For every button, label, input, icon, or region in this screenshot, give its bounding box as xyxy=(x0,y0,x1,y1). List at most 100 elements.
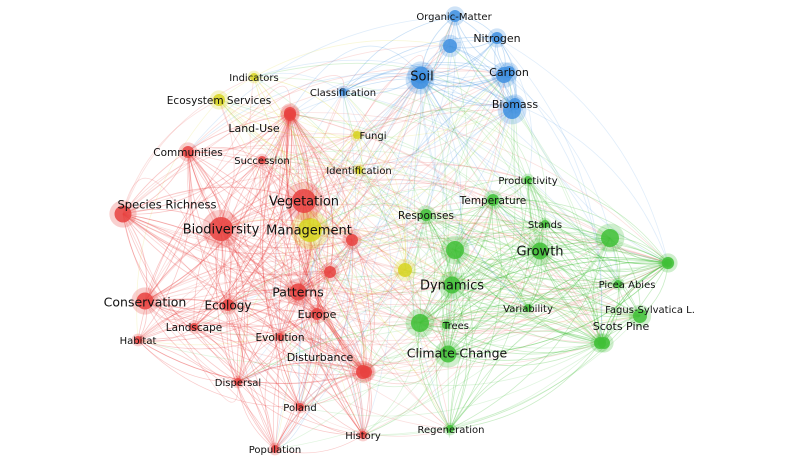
node-disturbance[interactable] xyxy=(360,366,372,378)
node-patterns[interactable] xyxy=(289,283,307,301)
node-management[interactable] xyxy=(298,218,322,242)
unlabeled-node[interactable] xyxy=(398,263,412,277)
node-label-conservation[interactable]: Conservation xyxy=(104,295,187,310)
node-productivity[interactable] xyxy=(524,176,532,184)
node-temperature[interactable] xyxy=(487,194,499,206)
node-land-use[interactable] xyxy=(284,107,296,119)
network-edge xyxy=(237,112,300,383)
node-label-biodiversity[interactable]: Biodiversity xyxy=(183,223,260,238)
node-label-poland[interactable]: Poland xyxy=(283,403,316,414)
node-population[interactable] xyxy=(271,445,279,453)
node-label-europe[interactable]: Europe xyxy=(298,308,337,321)
node-label-carbon[interactable]: Carbon xyxy=(489,66,529,79)
network-edge xyxy=(122,112,291,215)
node-label-productivity[interactable]: Productivity xyxy=(498,176,557,187)
node-label-species-richness[interactable]: Species Richness xyxy=(117,198,216,212)
node-label-indicators[interactable]: Indicators xyxy=(229,73,278,84)
node-organic-matter[interactable] xyxy=(449,10,461,22)
unlabeled-node[interactable] xyxy=(601,229,619,247)
node-label-regeneration[interactable]: Regeneration xyxy=(417,425,484,436)
node-species-richness[interactable] xyxy=(114,205,132,223)
node-identification[interactable] xyxy=(355,166,363,174)
node-label-communities[interactable]: Communities xyxy=(153,147,222,159)
node-label-responses[interactable]: Responses xyxy=(398,210,454,222)
node-label-dynamics[interactable]: Dynamics xyxy=(420,279,484,294)
node-label-vegetation[interactable]: Vegetation xyxy=(269,195,339,210)
node-label-biomass[interactable]: Biomass xyxy=(492,98,539,111)
node-label-organic-matter[interactable]: Organic-Matter xyxy=(416,12,492,23)
unlabeled-node[interactable] xyxy=(346,234,358,246)
unlabeled-node[interactable] xyxy=(411,314,429,332)
node-communities[interactable] xyxy=(182,146,194,158)
node-label-population[interactable]: Population xyxy=(249,445,302,456)
node-label-dispersal[interactable]: Dispersal xyxy=(215,378,261,389)
node-label-ecology[interactable]: Ecology xyxy=(205,299,252,313)
node-europe[interactable] xyxy=(311,308,323,320)
node-ecology[interactable] xyxy=(222,299,234,311)
node-poland[interactable] xyxy=(296,403,304,411)
node-label-land-use[interactable]: Land-Use xyxy=(228,122,280,135)
node-label-classification[interactable]: Classification xyxy=(310,88,376,99)
node-label-management[interactable]: Management xyxy=(266,224,352,239)
node-label-variability[interactable]: Variability xyxy=(503,304,553,315)
node-conservation[interactable] xyxy=(136,292,154,310)
node-picea-abies[interactable] xyxy=(614,280,622,288)
node-habitat[interactable] xyxy=(134,336,142,344)
node-classification[interactable] xyxy=(339,88,347,96)
node-label-history[interactable]: History xyxy=(345,431,381,442)
node-regeneration[interactable] xyxy=(446,425,454,433)
node-label-stands[interactable]: Stands xyxy=(528,220,562,231)
unlabeled-node[interactable] xyxy=(324,266,336,278)
unlabeled-node[interactable] xyxy=(446,241,464,259)
node-label-picea-abies[interactable]: Picea Abies xyxy=(599,280,656,291)
node-evolution[interactable] xyxy=(276,333,284,341)
node-nitrogen[interactable] xyxy=(491,32,503,44)
node-trees[interactable] xyxy=(442,321,450,329)
unlabeled-node[interactable] xyxy=(443,39,457,53)
unlabeled-node[interactable] xyxy=(633,309,647,323)
node-label-habitat[interactable]: Habitat xyxy=(120,336,157,347)
node-label-climate-change[interactable]: Climate-Change xyxy=(407,346,508,361)
node-biomass[interactable] xyxy=(509,98,521,110)
node-dynamics[interactable] xyxy=(443,276,461,294)
node-label-disturbance[interactable]: Disturbance xyxy=(287,351,354,364)
node-label-soil[interactable]: Soil xyxy=(410,70,433,85)
node-label-scots-pine[interactable]: Scots Pine xyxy=(593,320,650,333)
network-edge xyxy=(227,270,331,306)
node-label-landscape[interactable]: Landscape xyxy=(166,322,222,334)
node-growth[interactable] xyxy=(531,242,549,260)
node-label-ecosystem-services[interactable]: Ecosystem Services xyxy=(167,95,271,107)
node-variability[interactable] xyxy=(524,304,532,312)
node-responses[interactable] xyxy=(420,209,432,221)
node-scots-pine[interactable] xyxy=(598,337,610,349)
node-label-temperature[interactable]: Temperature xyxy=(459,195,527,207)
node-vegetation[interactable] xyxy=(292,189,316,213)
node-label-nitrogen[interactable]: Nitrogen xyxy=(473,32,520,45)
node-soil[interactable] xyxy=(412,66,430,84)
node-label-patterns[interactable]: Patterns xyxy=(272,285,323,300)
node-biodiversity[interactable] xyxy=(209,217,233,241)
node-fagus-sylvatica[interactable] xyxy=(664,259,672,267)
node-history[interactable] xyxy=(359,431,367,439)
node-dispersal[interactable] xyxy=(234,378,242,386)
node-fungi[interactable] xyxy=(353,131,361,139)
node-landscape[interactable] xyxy=(190,323,198,331)
network-edge xyxy=(425,179,529,216)
node-climate-change[interactable] xyxy=(439,345,457,363)
node-succession[interactable] xyxy=(258,156,266,164)
network-edge xyxy=(299,214,427,408)
node-label-evolution[interactable]: Evolution xyxy=(256,332,305,344)
network-edge xyxy=(329,249,456,278)
node-label-fungi[interactable]: Fungi xyxy=(359,131,386,142)
node-carbon[interactable] xyxy=(503,66,515,78)
node-ecosystem-services[interactable] xyxy=(213,94,225,106)
node-indicators[interactable] xyxy=(250,73,258,81)
node-label-identification[interactable]: Identification xyxy=(326,166,392,177)
node-label-succession[interactable]: Succession xyxy=(234,156,290,167)
node-label-trees[interactable]: Trees xyxy=(442,321,469,332)
node-label-growth[interactable]: Growth xyxy=(516,245,563,260)
network-edge xyxy=(227,200,305,306)
network-edge xyxy=(303,200,449,355)
node-label-fagus-sylvatica[interactable]: Fagus-Sylvatica L. xyxy=(605,305,695,316)
node-stands[interactable] xyxy=(541,220,549,228)
